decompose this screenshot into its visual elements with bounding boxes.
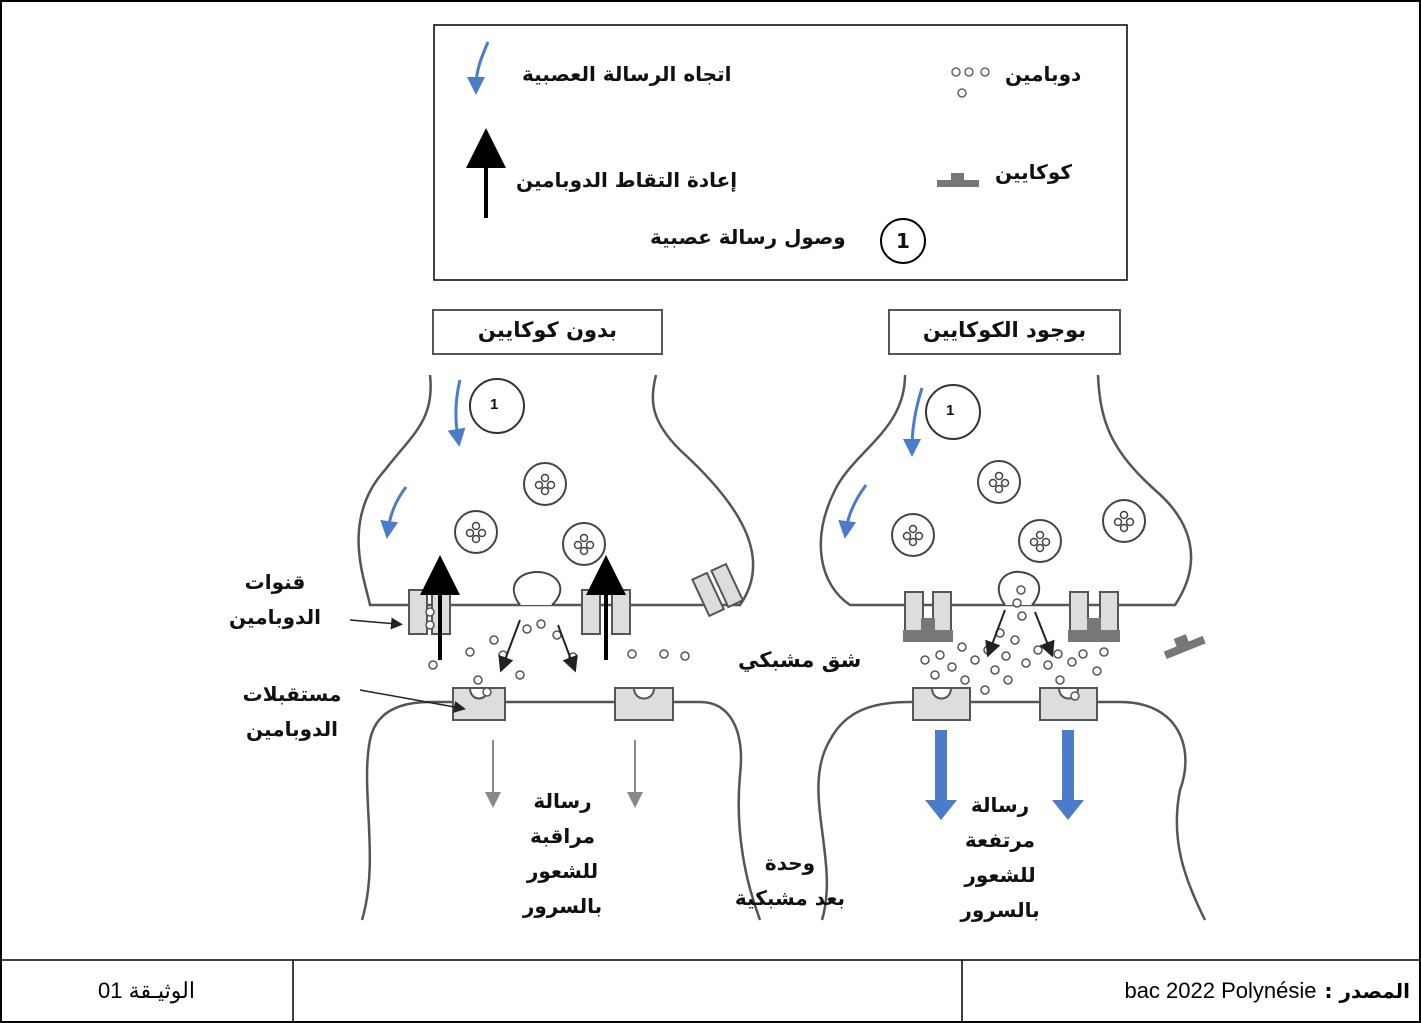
left-step-circle <box>469 378 525 434</box>
free-cocaine-molecule <box>1163 634 1206 660</box>
high-message-line: مرتفعة <box>964 828 1036 852</box>
legend-cocaine-icon <box>937 173 979 187</box>
left-fusing-vesicle <box>512 570 562 606</box>
legend-box <box>433 24 1128 281</box>
right-vesicle <box>977 460 1021 504</box>
left-vesicle <box>523 462 567 506</box>
panel-label-box-left <box>432 309 663 355</box>
legend-arrival-label: وصول رسالة عصبية <box>650 225 846 249</box>
right-vesicle <box>1018 519 1062 563</box>
left-dopamine-molecules <box>425 607 690 697</box>
right-vesicle <box>1102 499 1146 543</box>
left-dopamine-channel <box>581 589 631 635</box>
left-vesicle <box>562 522 606 566</box>
left-dopamine-receptor <box>452 687 506 721</box>
legend-nerve-direction-label: اتجاه الرسالة العصبية <box>522 62 732 86</box>
right-message-arrow <box>925 730 957 820</box>
right-dopamine-receptor <box>912 687 971 721</box>
receptors-pointer-arrow <box>359 689 466 713</box>
synaptic-cleft-label: شق مشبكي <box>738 648 862 672</box>
right-nerve-direction-arrow <box>838 484 868 539</box>
control-message-line: رسالة <box>533 789 592 813</box>
control-message-label: رسالة مراقبة للشعور بالسرور <box>510 784 615 924</box>
panel-label-with-cocaine: بوجود الكوكايين <box>922 318 1087 342</box>
channels-label: قنوات الدوبامين <box>220 565 330 635</box>
right-message-arrow <box>1052 730 1084 820</box>
right-vesicle <box>891 513 935 557</box>
document-number-text: الوثيـقة 01 <box>98 978 195 1003</box>
document-number: الوثيـقة 01 <box>0 960 293 1022</box>
right-step-circle <box>925 384 981 440</box>
left-free-channel <box>691 562 745 618</box>
left-step-number: 1 <box>490 396 499 413</box>
control-message-line: للشعور <box>526 859 599 883</box>
left-postsynaptic-membrane <box>360 700 762 921</box>
legend-number: 1 <box>896 229 910 253</box>
postsynaptic-unit-line: بعد مشبكية <box>734 886 846 910</box>
channels-pointer-arrow <box>349 617 403 630</box>
right-blocked-channel <box>1068 591 1120 642</box>
right-dopamine-receptor <box>1039 687 1098 721</box>
receptors-label: مستقبلات الدوبامين <box>232 677 352 747</box>
right-blocked-channel <box>903 591 953 642</box>
channels-label-line2: الدوبامين <box>229 605 321 629</box>
right-presynaptic-membrane <box>819 374 1193 607</box>
legend-dopamine-icon <box>951 67 990 98</box>
legend-reuptake-label: إعادة التقاط الدوبامين <box>516 168 738 192</box>
legend-number-circle <box>880 218 926 264</box>
receptors-label-line2: الدوبامين <box>246 717 338 741</box>
source-label: المصدر : <box>1324 979 1410 1003</box>
left-nerve-direction-arrow <box>380 486 408 539</box>
left-release-arrow <box>498 619 521 673</box>
postsynaptic-unit-label: وحدة بعد مشبكية <box>720 846 860 916</box>
left-release-arrow <box>557 624 578 673</box>
high-message-line: للشعور <box>964 863 1036 887</box>
receptors-label-line1: مستقبلات <box>242 682 342 706</box>
control-message-line: بالسرور <box>522 894 603 918</box>
right-dopamine-molecules <box>920 585 1109 701</box>
left-presynaptic-membrane <box>357 374 755 607</box>
left-vesicle <box>454 510 498 554</box>
source-value: bac 2022 Polynésie <box>1124 978 1317 1003</box>
high-message-line: بالسرور <box>960 898 1040 922</box>
legend-blue-arrow-icon <box>467 41 490 95</box>
right-nerve-direction-arrow <box>903 387 924 457</box>
right-release-arrow <box>985 609 1006 658</box>
high-message-line: رسالة <box>970 793 1030 817</box>
panel-label-without-cocaine: بدون كوكايين <box>477 318 618 342</box>
left-nerve-direction-arrow <box>447 379 466 447</box>
control-message-line: مراقبة <box>529 824 596 848</box>
legend-cocaine-label: كوكايين <box>995 160 1072 184</box>
channels-label-line1: قنوات <box>244 570 306 594</box>
left-dopamine-receptor <box>614 687 674 721</box>
right-postsynaptic-membrane <box>817 700 1207 921</box>
footer-source: bac 2022 Polynésie المصدر : <box>962 960 1410 1022</box>
panel-label-box-right <box>888 309 1121 355</box>
high-message-label: رسالة مرتفعة للشعور بالسرور <box>955 788 1045 928</box>
legend-dopamine-label: دوبامين <box>1005 62 1082 86</box>
right-step-number: 1 <box>946 402 955 419</box>
right-release-arrow <box>1034 611 1055 658</box>
postsynaptic-unit-line: وحدة <box>764 851 816 875</box>
